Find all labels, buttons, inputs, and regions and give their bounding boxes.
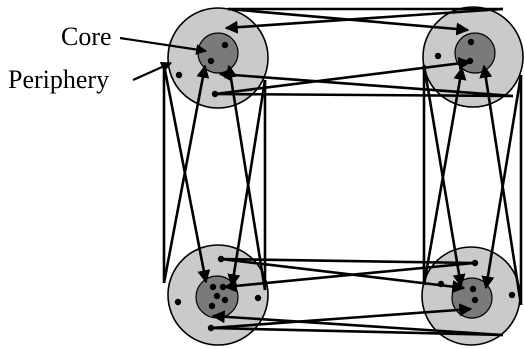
link-arrow	[224, 7, 504, 34]
link-arrow	[224, 64, 267, 291]
cluster-bottom-left	[167, 244, 269, 346]
link-arrow	[220, 257, 475, 265]
link-arrow	[218, 68, 514, 98]
link-arrow	[227, 7, 470, 36]
core-circle	[454, 32, 496, 74]
periphery-node	[174, 298, 182, 306]
core-label: Core	[61, 22, 112, 51]
core-node	[213, 292, 221, 300]
periphery-node	[434, 52, 442, 60]
link-arrow	[481, 74, 523, 290]
core-node	[207, 57, 215, 65]
periphery-node	[175, 71, 183, 79]
links-bottom	[210, 257, 504, 337]
cluster-top-right	[422, 6, 524, 108]
periphery-node	[254, 294, 262, 302]
links-right	[422, 64, 523, 306]
core-node	[471, 296, 479, 304]
link-arrow	[210, 326, 504, 337]
core-node	[467, 38, 475, 46]
link-arrow	[210, 303, 473, 330]
link-arrow	[162, 64, 210, 284]
link-arrow	[479, 64, 523, 306]
link-arrow	[422, 66, 467, 286]
core-node	[221, 296, 229, 304]
core-node	[209, 283, 217, 291]
links-left	[162, 64, 267, 291]
cluster-top-left	[167, 7, 269, 109]
core-node	[469, 285, 477, 293]
core-pointer-arrow	[119, 36, 208, 55]
link-arrow	[214, 57, 472, 96]
core-node	[208, 302, 216, 310]
periphery-node	[471, 259, 479, 267]
periphery-pointer-arrow	[132, 61, 173, 82]
core-node	[221, 41, 229, 49]
links-top	[214, 7, 514, 98]
periphery-label: Periphery	[8, 65, 109, 94]
periphery-node	[508, 291, 516, 299]
link-arrow	[211, 310, 504, 337]
